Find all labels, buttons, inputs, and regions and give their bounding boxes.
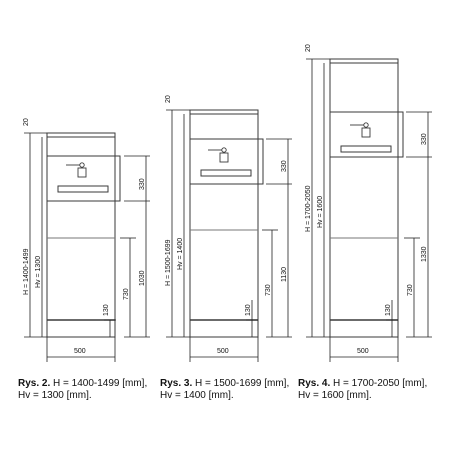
cabinet-cap [329,58,399,64]
lock-icon [66,162,87,178]
caption-line-2: Hv = 1400 [mm]. [160,390,234,401]
dim-top: 20 [23,118,30,126]
cabinet-cap [189,109,259,115]
caption-line-1: H = 1700-2050 [mm], [330,378,428,389]
dim-base: 130 [245,304,252,316]
dim-upper: 330 [421,133,428,145]
caption-line-2: Hv = 1300 [mm]. [18,390,92,401]
dim-mid: 730 [407,284,414,296]
cabinet-body [189,113,259,338]
dim-lower: 1130 [281,267,288,282]
mailbox-slot [57,185,109,193]
caption-line-1: H = 1400-1499 [mm], [50,378,148,389]
cabinet-body [329,62,399,338]
dim-hv: Hv = 1400 [177,238,184,270]
dim-top: 20 [305,44,312,52]
dim-width: 500 [357,348,369,355]
cabinet-body [46,136,116,338]
dim-lower: 1030 [139,270,146,286]
figure-rys-4: 20 H = 1700-2050 Hv = 1600 330 1330 730 … [305,44,432,362]
cabinet-cap [46,132,116,138]
mailbox-frame [189,138,264,185]
dim-upper: 330 [281,160,288,172]
caption-line-1: H = 1500-1699 [mm], [192,378,290,389]
lock-icon [350,122,371,138]
lock-icon [208,147,229,163]
caption-ref: Rys. 2. [18,378,51,389]
dim-mid: 730 [123,288,130,300]
dim-h: H = 1700-2050 [305,185,312,232]
dim-hv: Hv = 1300 [35,256,42,288]
mailbox-slot [200,169,252,177]
dim-top: 20 [165,95,172,103]
figure-rys-3: 20 H = 1500-1699 Hv = 1400 330 1130 730 … [165,95,292,362]
figure-rys-2: 20 H = 1400-1499 Hv = 1300 330 1030 730 … [23,118,150,362]
caption-ref: Rys. 4. [298,378,331,389]
dim-h: H = 1500-1699 [165,239,172,286]
caption-rys-4: Rys. 4. H = 1700-2050 [mm], Hv = 1600 [m… [298,378,427,402]
caption-ref: Rys. 3. [160,378,193,389]
dim-base: 130 [385,304,392,316]
dim-width: 500 [217,348,229,355]
caption-rys-3: Rys. 3. H = 1500-1699 [mm], Hv = 1400 [m… [160,378,289,402]
dim-lower: 1330 [421,246,428,262]
mailbox-frame [46,155,121,202]
dim-base: 130 [103,304,110,316]
dim-h: H = 1400-1499 [23,248,30,295]
mailbox-slot [340,145,392,153]
dim-mid: 730 [265,284,272,296]
caption-rys-2: Rys. 2. H = 1400-1499 [mm], Hv = 1300 [m… [18,378,147,402]
dim-width: 500 [74,348,86,355]
caption-line-2: Hv = 1600 [mm]. [298,390,372,401]
dim-hv: Hv = 1600 [317,196,324,228]
mailbox-frame [329,111,404,158]
dim-upper: 330 [139,178,146,190]
